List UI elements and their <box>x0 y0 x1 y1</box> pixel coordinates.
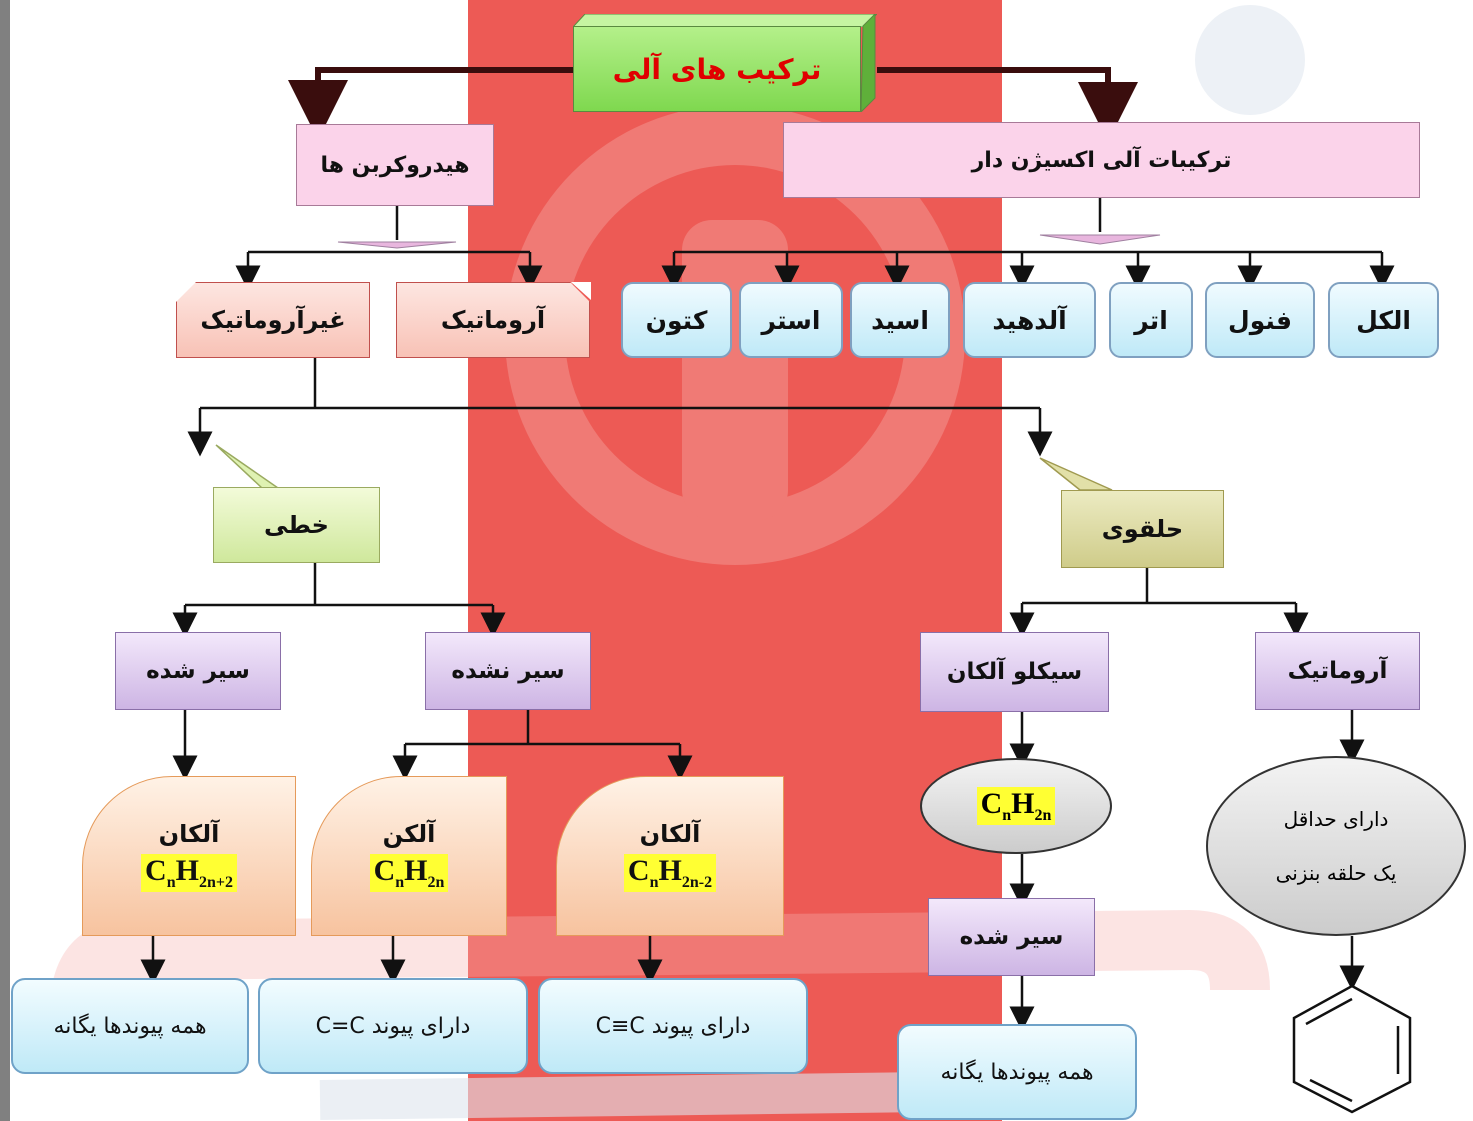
cycloalkane-node: سیکلو آلکان <box>920 632 1109 712</box>
alcohol-node: الکل <box>1328 282 1439 358</box>
cycloalkane-formula: CnH2n <box>976 787 1056 825</box>
cycloalkane-formula-ellipse: CnH2n <box>920 758 1112 854</box>
phenol-node: فنول <box>1205 282 1315 358</box>
cyclic-aromatic-node: آروماتیک <box>1255 632 1420 710</box>
alkane-formula: CnH2n+2 <box>141 854 237 892</box>
alkene-name: آلکن <box>382 820 436 848</box>
benzene-ring-icon <box>1292 984 1412 1114</box>
linear-node: خطی <box>213 487 380 563</box>
alkyne-formula: CnH2n-2 <box>623 854 717 892</box>
acid-node: اسید <box>850 282 950 358</box>
aldehyde-node: آلدهید <box>963 282 1096 358</box>
oxygenated-compounds-node: ترکیبات آلی اکسیژن دار <box>783 122 1420 198</box>
saturated-node: سیر شده <box>115 632 281 710</box>
left-border <box>0 0 10 1121</box>
hydrocarbons-node: هیدروکربن ها <box>296 124 494 206</box>
aromatic-note-line2: یک حلقه بنزنی <box>1275 861 1397 885</box>
alkane-name: آلکان <box>158 820 220 848</box>
cyclic-node: حلقوی <box>1061 490 1224 568</box>
root-node: ترکیب های آلی <box>573 14 877 112</box>
non-aromatic-node: غیرآروماتیک <box>176 282 370 358</box>
cycloalkane-saturated-node: سیر شده <box>928 898 1095 976</box>
ether-node: اتر <box>1109 282 1193 358</box>
aromatic-note-ellipse: دارای حداقل یک حلقه بنزنی <box>1206 756 1466 936</box>
cycloalkane-note: همه پیوندها یگانه <box>897 1024 1137 1120</box>
root-label: ترکیب های آلی <box>573 26 861 112</box>
alkene-note: دارای پیوند C=C <box>258 978 528 1074</box>
alkyne-name: آلکان <box>639 820 701 848</box>
alkane-note: همه پیوندها یگانه <box>11 978 249 1074</box>
aromatic-node: آروماتیک <box>396 282 590 358</box>
alkane-card: آلکان CnH2n+2 <box>82 776 296 936</box>
ester-node: استر <box>739 282 843 358</box>
alkyne-note: دارای پیوند C≡C <box>538 978 808 1074</box>
ketone-node: کتون <box>621 282 732 358</box>
unsaturated-node: سیر نشده <box>425 632 591 710</box>
alkene-formula: CnH2n <box>369 854 449 892</box>
alkene-card: آلکن CnH2n <box>311 776 507 936</box>
alkyne-card: آلکان CnH2n-2 <box>556 776 784 936</box>
aromatic-note-line1: دارای حداقل <box>1283 807 1389 831</box>
